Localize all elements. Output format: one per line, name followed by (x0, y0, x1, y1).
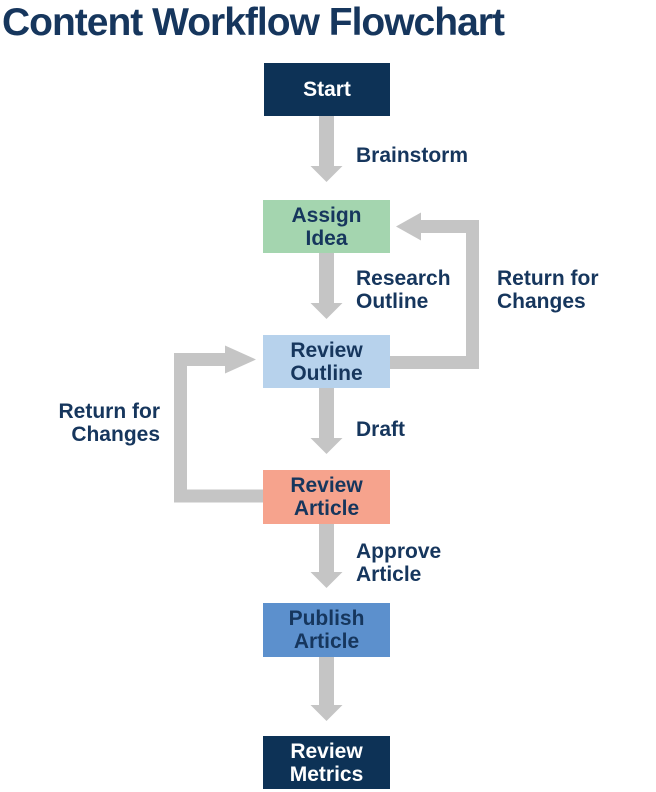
loop-review-article-to-review-outline (174, 345, 263, 503)
arrow-publish-article-to-review-metrics (310, 657, 343, 721)
edge-label-research-outline: Research Outline (356, 267, 451, 313)
node-review-outline: Review Outline (263, 335, 390, 388)
node-publish-article-label: Publish (288, 607, 365, 630)
node-start-label: Start (303, 78, 351, 101)
node-review-outline-label: Review (290, 338, 363, 362)
node-review-article: Review Article (263, 470, 390, 524)
node-assign-idea: Assign Idea (263, 200, 390, 253)
node-review-article-label: Review (290, 474, 363, 497)
node-assign-idea-label: Assign (291, 203, 362, 227)
edge-label-return-for-changes-left: Return for Changes (58, 400, 161, 446)
node-review-metrics-label: Review (290, 739, 363, 763)
arrow-assign-idea-to-review-outline (310, 253, 343, 319)
arrow-review-article-to-publish-article (310, 524, 343, 588)
edge-label-approve-article: Approve Article (356, 540, 442, 586)
edge-label-draft: Draft (356, 418, 406, 441)
node-start: Start (264, 63, 390, 116)
edge-label-brainstorm: Brainstorm (356, 144, 469, 167)
node-publish-article: Publish Article (263, 603, 390, 657)
edge-label-return-for-changes-right: Return for Changes (497, 267, 599, 313)
node-review-metrics: Review Metrics (263, 736, 390, 789)
arrow-start-to-assign-idea (310, 116, 343, 182)
arrow-review-outline-to-review-article (310, 388, 343, 454)
page-title: Content Workflow Flowchart (2, 1, 505, 44)
